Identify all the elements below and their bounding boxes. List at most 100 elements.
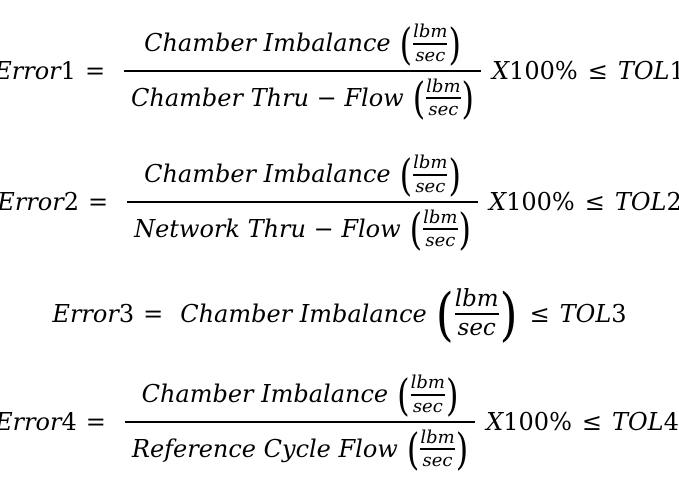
percent-value: 100%	[503, 408, 572, 436]
unit-bottom: sec	[415, 175, 446, 197]
tol-label: TOL	[612, 408, 664, 436]
unit-top: lbm	[413, 152, 448, 174]
unit-top: lbm	[420, 427, 455, 448]
unit-bottom: sec	[425, 230, 456, 252]
close-paren: )	[499, 280, 518, 348]
unit-top: lbm	[410, 372, 445, 394]
equation-lhs: Error1 =	[0, 57, 114, 86]
numerator-text: Chamber Imbalance	[144, 29, 391, 58]
unit-group: ( lbm sec )	[435, 280, 518, 348]
unit-fraction: lbm sec	[454, 285, 499, 342]
unit-bottom: sec	[412, 395, 443, 417]
less-equal-sign: ≤	[581, 408, 602, 436]
open-paren: (	[435, 280, 454, 348]
open-paren: (	[399, 148, 413, 201]
unit-fraction: lbm sec	[423, 208, 458, 252]
fraction-denominator: Chamber Thru − Flow ( lbm sec )	[124, 77, 481, 120]
fraction-bar	[124, 421, 476, 423]
denominator-text: Reference Cycle Flow	[131, 435, 398, 464]
unit-bottom: sec	[415, 44, 446, 66]
close-paren: )	[455, 423, 469, 476]
unit-group: ( lbm sec )	[397, 373, 458, 416]
unit-bottom: sec	[428, 99, 459, 121]
equation-rhs: X100%≤TOL4	[486, 407, 679, 437]
error-label: Error	[0, 407, 62, 436]
unit-fraction: lbm sec	[413, 21, 448, 66]
equation-rhs: X100% ≤ TOL2	[489, 188, 679, 217]
equation-error2[interactable]: Error2= Chamber Imbalance ( lbm sec ) Ne…	[0, 147, 679, 257]
less-equal-sign: ≤	[529, 299, 550, 328]
unit-top: lbm	[413, 21, 448, 43]
tol-label: TOL	[614, 187, 667, 216]
error-index: 2	[63, 187, 79, 216]
tol-index: 2	[666, 187, 679, 216]
unit-bottom: sec	[457, 315, 496, 341]
fraction: Chamber Imbalance ( lbm sec ) Chamber Th…	[124, 22, 482, 120]
fraction-numerator: Chamber Imbalance ( lbm sec )	[135, 373, 466, 416]
unit-top: lbm	[454, 285, 499, 312]
error-label: Error	[52, 299, 119, 328]
close-paren: )	[448, 17, 461, 70]
equation-error4[interactable]: Error4 = Chamber Imbalance ( lbm sec ) Re…	[0, 367, 679, 477]
open-paren: (	[397, 368, 410, 421]
open-paren: (	[412, 72, 426, 125]
fraction: Chamber Imbalance ( lbm sec ) Network Th…	[127, 153, 478, 251]
unit-fraction: lbm sec	[413, 152, 448, 197]
tol-index: 3	[611, 299, 627, 328]
close-paren: )	[448, 148, 461, 201]
equation-error3[interactable]: Error3= Chamber Imbalance ( lbm sec ) ≤ …	[0, 283, 679, 345]
tol-label: TOL	[559, 299, 612, 328]
unit-fraction: lbm sec	[420, 427, 455, 472]
open-paren: (	[406, 423, 420, 476]
body-text: Chamber Imbalance	[180, 299, 427, 328]
unit-group: ( lbm sec )	[407, 428, 468, 471]
fraction: Chamber Imbalance ( lbm sec ) Reference …	[124, 373, 476, 471]
unit-fraction: lbm sec	[426, 76, 461, 121]
unit-bottom: sec	[422, 450, 453, 472]
fraction-numerator: Chamber Imbalance ( lbm sec )	[137, 22, 468, 65]
numerator-text: Chamber Imbalance	[141, 380, 389, 409]
open-paren: (	[409, 203, 423, 256]
percent-value: 100%	[506, 187, 575, 216]
equals-sign: =	[85, 407, 106, 436]
unit-group: ( lbm sec )	[413, 77, 474, 120]
close-paren: )	[445, 368, 459, 421]
denominator-text: Chamber Thru − Flow	[131, 84, 404, 113]
close-paren: )	[458, 203, 471, 256]
fraction-numerator: Chamber Imbalance ( lbm sec )	[137, 153, 468, 196]
fraction-bar	[127, 201, 478, 203]
unit-fraction-bar	[410, 393, 445, 396]
equation-rhs: X100%≤TOL1	[492, 57, 679, 86]
unit-fraction-bar	[420, 448, 455, 451]
error-index: 4	[61, 407, 77, 436]
equals-sign: =	[143, 299, 164, 328]
unit-fraction-bar	[413, 173, 448, 176]
fraction-denominator: Network Thru − Flow ( lbm sec )	[127, 208, 478, 251]
error-index: 1	[60, 56, 76, 85]
unit-fraction-bar	[426, 97, 461, 100]
equation-lhs: Error2=	[0, 188, 117, 217]
equation-lhs: Error3 =	[52, 300, 172, 329]
equals-sign: =	[84, 56, 106, 85]
tol-index: 1	[669, 56, 679, 85]
unit-group: ( lbm sec )	[410, 208, 471, 251]
fraction-bar	[124, 70, 482, 72]
unit-top: lbm	[426, 76, 461, 97]
denominator-text: Network Thru − Flow	[134, 215, 401, 244]
unit-group: ( lbm sec )	[400, 22, 461, 65]
equation-lhs: Error4 =	[0, 408, 115, 437]
close-paren: )	[461, 72, 475, 125]
fraction-denominator: Reference Cycle Flow ( lbm sec )	[125, 428, 475, 471]
unit-fraction-bar	[454, 313, 499, 315]
unit-fraction-bar	[423, 228, 458, 231]
less-equal-sign: ≤	[587, 56, 608, 85]
open-paren: (	[399, 17, 413, 70]
less-equal-sign: ≤	[584, 187, 605, 216]
numerator-text: Chamber Imbalance	[144, 160, 391, 189]
error-label: Error	[0, 56, 61, 85]
multiplier: X	[488, 187, 507, 216]
equation-error1[interactable]: Error1= Chamber Imbalance ( lbm sec ) Ch…	[0, 16, 679, 126]
error-index: 3	[118, 299, 135, 328]
tol-label: TOL	[617, 56, 670, 85]
